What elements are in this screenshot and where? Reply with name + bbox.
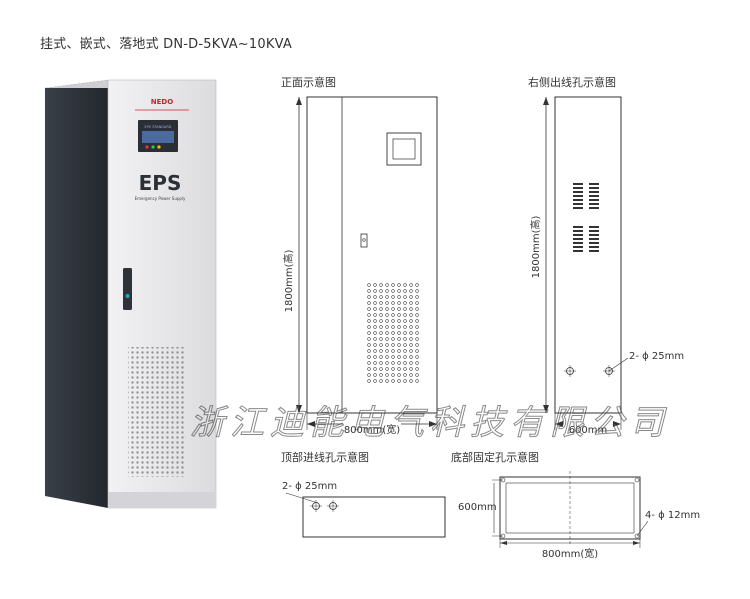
arrow-down-icon: [296, 405, 302, 413]
arrow-left-icon: [555, 421, 563, 427]
side-outline: [554, 96, 622, 414]
front-view-drawing: [296, 96, 438, 430]
arrow-down-icon: [543, 405, 549, 413]
arrow-left-icon: [307, 421, 315, 427]
side-view-drawing: [543, 96, 629, 430]
top-view-title: 顶部进线孔示意图: [281, 451, 369, 464]
bottom-hole-leader-line: [636, 520, 649, 537]
arrow-left-icon: [500, 541, 507, 545]
display-text: EPS STANDARD: [145, 125, 172, 129]
cabinet-plinth: [108, 492, 216, 508]
page-title: 挂式、嵌式、落地式 DN-D-5KVA~10KVA: [40, 37, 292, 52]
side-vent-slots: [573, 183, 599, 252]
front-width-label: 800mm(宽): [344, 423, 400, 436]
side-hole-leader-line: [608, 357, 629, 372]
front-outline: [306, 96, 438, 414]
eps-sublabel: Emergency Power Supply: [135, 196, 186, 201]
side-height-label: 1800mm(高): [529, 216, 542, 279]
cabinet-product-image: NEDO EPS STANDARD EPS Emergency Power Su…: [45, 79, 217, 509]
top-hole-label: 2- ϕ 25mm: [282, 481, 337, 492]
ventilation-grille: [128, 347, 184, 477]
side-view-title: 右侧出线孔示意图: [528, 76, 616, 89]
bottom-view-drawing: [492, 471, 649, 548]
arrow-up-icon: [543, 97, 549, 105]
door-lock-icon: [125, 294, 130, 298]
front-vent-pattern: [367, 283, 419, 385]
status-led-red: [145, 145, 149, 149]
arrow-up-icon: [296, 97, 302, 105]
top-view-drawing: [285, 492, 446, 538]
display-content: [142, 131, 174, 143]
front-view-title: 正面示意图: [281, 76, 336, 89]
front-display-window: [386, 132, 422, 166]
bottom-hole-label: 4- ϕ 12mm: [645, 510, 700, 521]
brand-logo: NEDO: [151, 98, 173, 106]
company-watermark: 浙江迪能电气科技有限公司: [190, 403, 670, 444]
front-door-handle: [360, 233, 368, 248]
bottom-view-title: 底部固定孔示意图: [451, 451, 539, 464]
status-led-yellow: [157, 145, 161, 149]
front-height-label: 1800mm(高): [282, 250, 295, 313]
arrow-right-icon: [613, 421, 621, 427]
top-outline: [302, 496, 446, 538]
status-led-green: [151, 145, 155, 149]
eps-label: EPS: [139, 171, 182, 195]
bottom-depth-label: 600mm: [458, 502, 497, 513]
cabinet-side-panel: [45, 80, 108, 508]
front-display-inner: [392, 138, 416, 160]
door-handle: [123, 268, 132, 310]
bottom-width-label: 800mm(宽): [542, 547, 598, 560]
top-hole-leader-line: [285, 492, 319, 504]
arrow-right-icon: [633, 541, 640, 545]
arrow-right-icon: [429, 421, 437, 427]
side-width-label: 600mm: [569, 425, 608, 436]
side-hole-label: 2- ϕ 25mm: [629, 351, 684, 362]
